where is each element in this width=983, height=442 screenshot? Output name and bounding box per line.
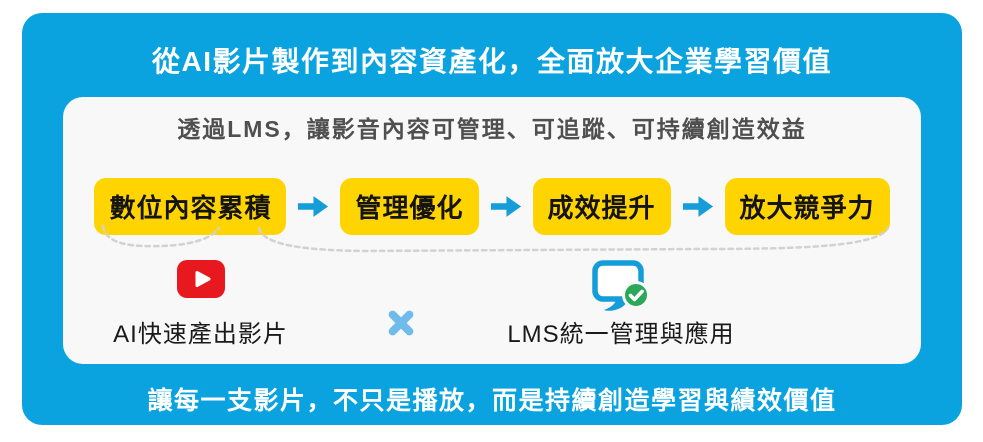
footer-caption: 讓每一支影片，不只是播放，而是持續創造學習與績效價值 <box>147 387 837 415</box>
lms-group: LMS統一管理與應用 <box>491 260 751 349</box>
monitor-check-icon <box>592 260 650 311</box>
flow-step-digital-content: 數位內容累積 <box>94 178 287 235</box>
video-play-icon <box>176 260 225 298</box>
card-subtitle: 透過LMS，讓影音內容可管理、可追蹤、可持續創造效益 <box>177 116 807 142</box>
flow-row: 數位內容累積 管理優化 成效提升 放大競爭力 <box>63 178 921 235</box>
lms-label: LMS統一管理與應用 <box>507 321 735 348</box>
video-source-group: AI快速產出影片 <box>73 260 328 349</box>
arrow-right-icon <box>682 196 713 217</box>
video-source-label: AI快速產出影片 <box>113 321 288 348</box>
arrow-right-icon <box>298 196 329 217</box>
infographic-panel: 從AI影片製作到內容資產化，全面放大企業學習價值 透過LMS，讓影音內容可管理、… <box>22 13 962 425</box>
dashed-group-braces <box>101 224 890 253</box>
arrow-right-icon <box>490 196 521 217</box>
flow-step-competitiveness: 放大競爭力 <box>724 178 890 235</box>
content-card: 透過LMS，讓影音內容可管理、可追蹤、可持續創造效益 數位內容累積 管理優化 成… <box>63 97 921 364</box>
multiply-icon <box>388 310 414 336</box>
flow-step-management: 管理優化 <box>340 178 479 235</box>
flow-step-performance: 成效提升 <box>532 178 671 235</box>
main-title: 從AI影片製作到內容資產化，全面放大企業學習價值 <box>151 46 832 77</box>
